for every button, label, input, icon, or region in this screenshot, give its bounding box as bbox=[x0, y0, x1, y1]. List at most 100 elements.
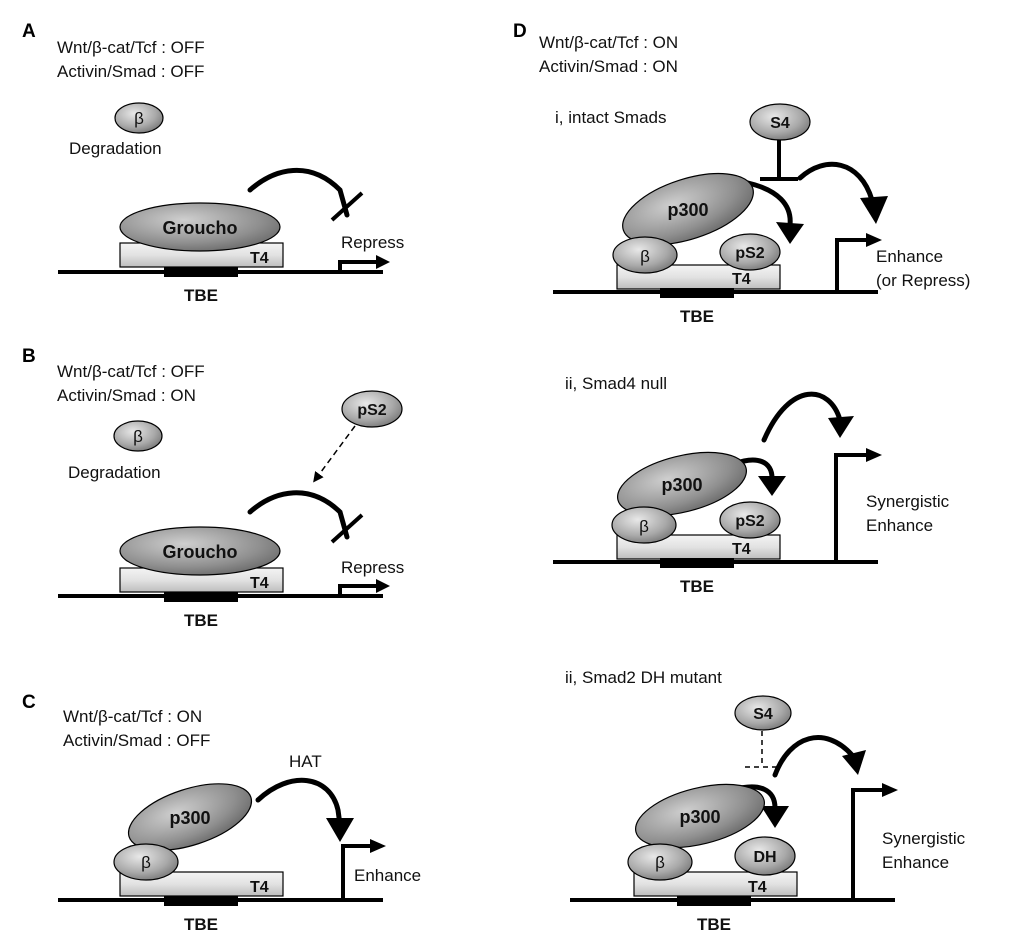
outcome-label: Repress bbox=[341, 558, 404, 577]
enhance-arrow-curve bbox=[761, 391, 843, 443]
p300-to-ps2-arrowhead bbox=[776, 222, 804, 244]
enhance-arrowhead bbox=[828, 416, 854, 438]
tbe-label: TBE bbox=[680, 307, 714, 326]
tcf4-label: T4 bbox=[250, 250, 269, 267]
beta-catenin-shape bbox=[113, 420, 163, 452]
groucho-shape bbox=[119, 202, 281, 252]
tbe-label: TBE bbox=[184, 915, 218, 934]
panel-letter-c: C bbox=[22, 692, 36, 713]
p300-to-dh-arrowhead bbox=[761, 806, 789, 828]
beta-catenin-label: β bbox=[640, 247, 650, 266]
tbe-element bbox=[164, 592, 238, 602]
tbe-element bbox=[660, 288, 734, 298]
p300-shape bbox=[127, 783, 253, 851]
p300-label: p300 bbox=[169, 808, 210, 828]
enhance-arrowhead bbox=[842, 750, 866, 775]
promoter-arrow bbox=[341, 844, 372, 900]
beta-catenin-shape bbox=[611, 506, 677, 544]
panel-letter-d: D bbox=[513, 21, 527, 42]
enhance-arrow-curve bbox=[772, 735, 855, 778]
promoter-arrowhead bbox=[866, 233, 882, 247]
subpanel-title: ii, Smad4 null bbox=[565, 374, 667, 393]
subpanel-smad2-dh-mutant: ii, Smad2 DH mutant S4 p300 T4 TBE β DH … bbox=[565, 668, 966, 934]
dh-mutant-shape bbox=[734, 836, 796, 876]
tbe-element bbox=[164, 896, 238, 906]
tcf4-label: T4 bbox=[748, 879, 767, 896]
promoter-arrowhead bbox=[376, 255, 390, 269]
outcome-label-line1: Synergistic bbox=[866, 492, 950, 511]
tbe-element bbox=[660, 558, 734, 568]
promoter-arrowhead bbox=[370, 839, 386, 853]
smad4-label: S4 bbox=[753, 706, 773, 723]
panel-letter-b: B bbox=[22, 346, 36, 367]
wnt-status: Wnt/β-cat/Tcf : ON bbox=[539, 33, 678, 52]
wnt-status: Wnt/β-cat/Tcf : OFF bbox=[57, 362, 205, 381]
p300-label: p300 bbox=[667, 200, 708, 220]
ps2-label: pS2 bbox=[735, 245, 764, 262]
tcf4-label: T4 bbox=[732, 271, 751, 288]
tbe-label: TBE bbox=[697, 915, 731, 934]
outcome-label-line1: Synergistic bbox=[882, 829, 966, 848]
tcf4-box bbox=[119, 567, 284, 593]
promoter-arrowhead bbox=[882, 783, 898, 797]
p300-label: p300 bbox=[679, 807, 720, 827]
tbe-element bbox=[164, 267, 238, 277]
p300-to-ps2-arrowhead bbox=[758, 476, 786, 496]
activin-status: Activin/Smad : ON bbox=[57, 386, 196, 405]
outcome-label-line2: Enhance bbox=[866, 516, 933, 535]
degradation-label: Degradation bbox=[68, 463, 161, 482]
repression-bar bbox=[330, 191, 364, 222]
panel-d: D Wnt/β-cat/Tcf : ON Activin/Smad : ON i… bbox=[513, 21, 970, 934]
tcf4-label: T4 bbox=[732, 541, 751, 558]
p300-shape bbox=[622, 172, 754, 246]
tbe-element bbox=[677, 896, 751, 906]
beta-catenin-shape bbox=[612, 236, 678, 274]
subpanel-smad4-null: ii, Smad4 null p300 T4 TBE β pS2 Synergi… bbox=[553, 374, 950, 596]
promoter-arrow bbox=[835, 238, 868, 292]
promoter-arrow bbox=[338, 260, 378, 272]
wnt-status: Wnt/β-cat/Tcf : ON bbox=[63, 707, 202, 726]
ps2-label: pS2 bbox=[735, 513, 764, 530]
p300-to-ps2-curve bbox=[745, 180, 793, 228]
subpanel-title: i, intact Smads bbox=[555, 108, 667, 127]
tbe-label: TBE bbox=[680, 577, 714, 596]
outcome-label-line2: (or Repress) bbox=[876, 271, 970, 290]
repression-curve bbox=[247, 490, 350, 540]
ps2-dashed-arrow bbox=[313, 425, 356, 483]
beta-catenin-label: β bbox=[639, 517, 649, 536]
outcome-label: Repress bbox=[341, 233, 404, 252]
promoter-arrow bbox=[851, 788, 884, 900]
p300-label: p300 bbox=[661, 475, 702, 495]
repression-curve bbox=[247, 167, 350, 218]
subpanel-title: ii, Smad2 DH mutant bbox=[565, 668, 722, 687]
tcf4-label: T4 bbox=[250, 575, 269, 592]
ps2-shape bbox=[341, 390, 403, 428]
wnt-status: Wnt/β-cat/Tcf : OFF bbox=[57, 38, 205, 57]
hat-arrowhead bbox=[326, 818, 354, 842]
degradation-label: Degradation bbox=[69, 139, 162, 158]
enhance-arrow-curve bbox=[797, 161, 875, 203]
panel-letter-a: A bbox=[22, 21, 36, 42]
hat-label: HAT bbox=[289, 752, 322, 771]
panel-a: A Wnt/β-cat/Tcf : OFF Activin/Smad : OFF… bbox=[22, 21, 404, 305]
subpanel-intact-smads: i, intact Smads S4 p300 T4 TBE β pS2 Enh… bbox=[553, 103, 970, 326]
beta-catenin-label: β bbox=[133, 427, 143, 446]
p300-shape bbox=[617, 451, 747, 517]
promoter-arrow bbox=[338, 584, 378, 596]
groucho-label: Groucho bbox=[163, 542, 238, 562]
repression-bar bbox=[330, 513, 364, 544]
dh-mutant-label: DH bbox=[753, 849, 776, 866]
p300-shape bbox=[635, 783, 765, 849]
outcome-label-line2: Enhance bbox=[882, 853, 949, 872]
tcf4-box bbox=[616, 534, 781, 560]
beta-catenin-shape bbox=[114, 102, 164, 134]
tbe-label: TBE bbox=[184, 286, 218, 305]
groucho-label: Groucho bbox=[163, 218, 238, 238]
smad4-label: S4 bbox=[770, 115, 790, 132]
tbe-label: TBE bbox=[184, 611, 218, 630]
promoter-arrowhead bbox=[376, 579, 390, 593]
beta-catenin-label: β bbox=[134, 109, 144, 128]
smad4-shape bbox=[734, 695, 792, 731]
promoter-arrow bbox=[834, 453, 868, 562]
